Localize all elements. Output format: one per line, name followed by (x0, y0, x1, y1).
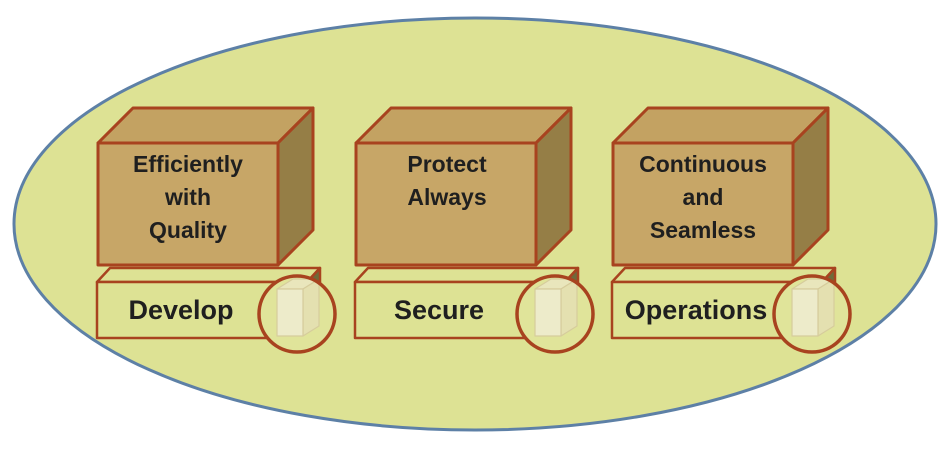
ghost-cube-side (817, 278, 835, 337)
cube-secure (354, 106, 573, 267)
bar-end-circle-outline (257, 274, 337, 354)
bar-end-circle-outline (515, 274, 595, 354)
ghost-cube-front (276, 288, 304, 337)
cube-develop (96, 106, 315, 267)
ghost-cube (534, 278, 578, 337)
ghost-cube-front (791, 288, 819, 337)
bar-secure (353, 266, 595, 354)
cube-top-face (96, 106, 315, 145)
column-operations (610, 106, 852, 354)
ghost-cube-side (560, 278, 578, 337)
ghost-cube-front (534, 288, 562, 337)
bar-end-circle-outline (772, 274, 852, 354)
ghost-cube (276, 278, 320, 337)
cube-front-face (96, 141, 280, 267)
cube-top-face (354, 106, 573, 145)
cube-front-face (611, 141, 795, 267)
cube-top-face (611, 106, 830, 145)
ghost-cube-side (302, 278, 320, 337)
bar-operations (610, 266, 852, 354)
bar-develop (95, 266, 337, 354)
cube-front-face (354, 141, 538, 267)
column-secure (353, 106, 595, 354)
column-develop (95, 106, 337, 354)
cube-operations (611, 106, 830, 267)
ghost-cube (791, 278, 835, 337)
